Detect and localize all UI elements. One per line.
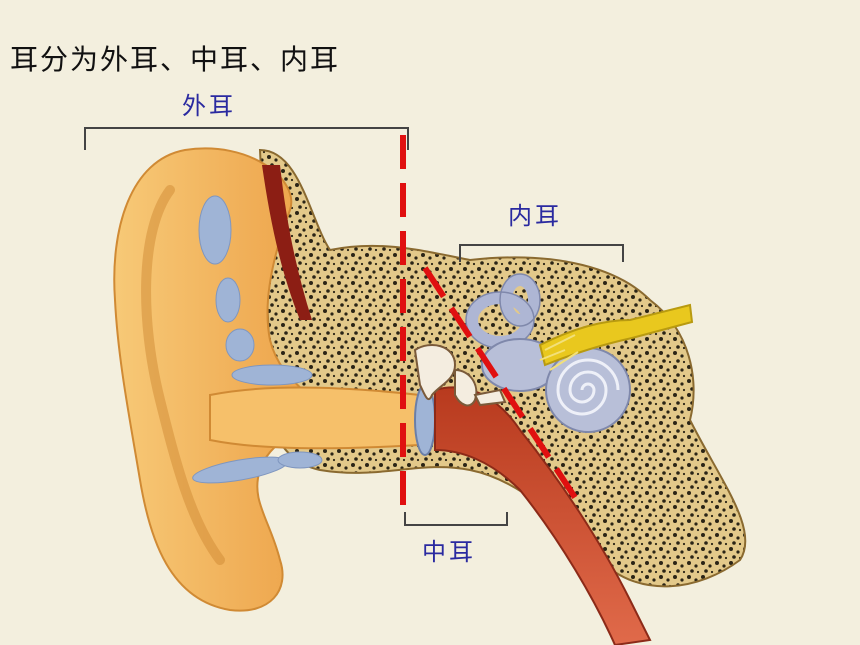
pinna-fold	[141, 185, 225, 565]
middle-ear-cavity	[434, 386, 652, 645]
middle-ear-label: 中耳	[422, 538, 476, 566]
outer-ear-label: 外耳	[182, 92, 236, 120]
pinna	[113, 147, 332, 612]
ear-canal	[209, 386, 421, 450]
auditory-nerve	[538, 303, 694, 371]
middle-ear-bracket	[404, 512, 508, 526]
cochlea	[545, 347, 631, 433]
inner-ear-bracket	[459, 244, 624, 262]
cartilage	[192, 195, 323, 484]
slide-title: 耳分为外耳、中耳、内耳	[10, 43, 341, 76]
ossicles	[413, 344, 507, 407]
inner-ear-label: 内耳	[508, 202, 562, 230]
vessel-strip	[262, 165, 312, 320]
outer-ear-bracket	[84, 127, 409, 150]
